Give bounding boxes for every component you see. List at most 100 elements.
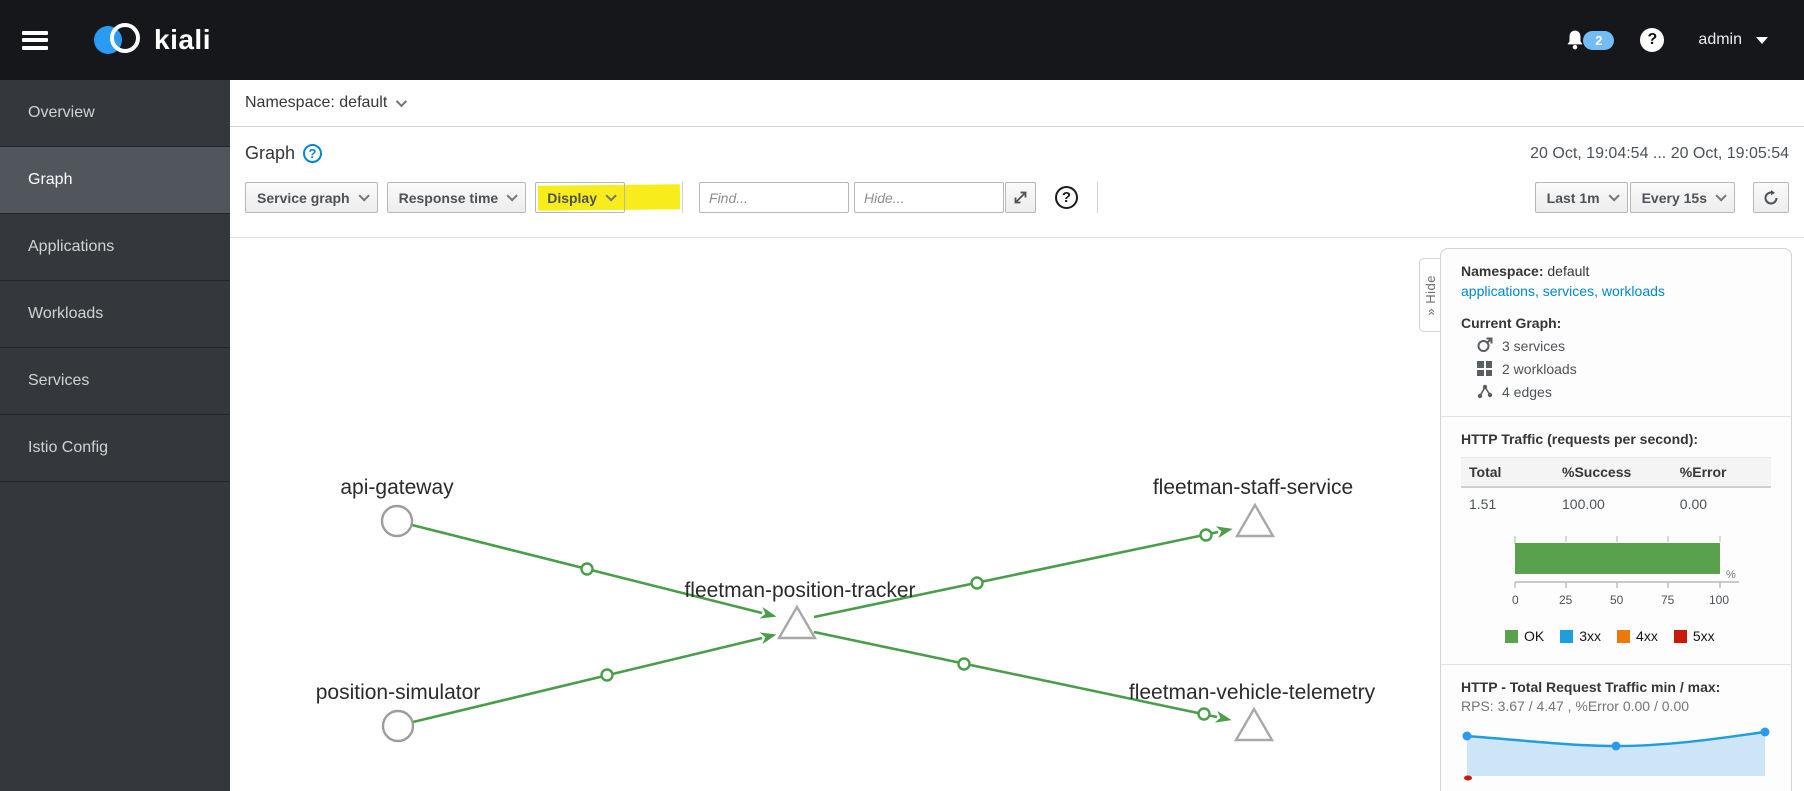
legend-5xx: 5xx bbox=[1673, 628, 1715, 644]
node-label-api-gateway[interactable]: api-gateway bbox=[340, 476, 454, 499]
node-fleetman-vehicle-telemetry[interactable] bbox=[1233, 706, 1275, 742]
edge-tracker-to-telemetry[interactable] bbox=[813, 630, 1232, 723]
tick-50: 50 bbox=[1610, 593, 1624, 607]
edge-simulator-to-tracker[interactable] bbox=[412, 632, 777, 724]
namespace-bar: Namespace: default bbox=[230, 80, 1804, 127]
services-link[interactable]: services bbox=[1542, 283, 1595, 299]
node-label-fleetman-position-tracker[interactable]: fleetman-position-tracker bbox=[684, 579, 916, 602]
sidebar-item-istio-config[interactable]: Istio Config bbox=[0, 415, 230, 482]
brand: kiali bbox=[94, 22, 211, 58]
expand-find-button[interactable] bbox=[1005, 182, 1037, 213]
col-total: Total bbox=[1461, 457, 1554, 488]
legend-4xx: 4xx bbox=[1617, 628, 1658, 644]
sidebar-item-services[interactable]: Services bbox=[0, 348, 230, 415]
node-fleetman-position-tracker[interactable] bbox=[776, 604, 818, 640]
tick-0: 0 bbox=[1512, 593, 1519, 607]
http-traffic-table: Total %Success %Error 1.51 100.00 0.00 bbox=[1461, 457, 1771, 516]
kiali-logo-icon bbox=[94, 22, 146, 58]
duration-dropdown[interactable]: Last 1m bbox=[1534, 182, 1628, 213]
time-range-label: 20 Oct, 19:04:54 ... 20 Oct, 19:05:54 bbox=[1530, 144, 1789, 162]
refresh-icon bbox=[1764, 189, 1778, 204]
username: admin bbox=[1698, 31, 1742, 48]
display-dropdown[interactable]: Display bbox=[535, 182, 626, 213]
graph-canvas[interactable]: api-gateway position-simulator fleetman-… bbox=[230, 238, 1804, 791]
notifications-button[interactable]: 2 bbox=[1565, 29, 1615, 51]
namespace-links: applications, services, workloads bbox=[1461, 283, 1665, 299]
success-value: 100.00 bbox=[1562, 496, 1605, 512]
edge-label-dropdown[interactable]: Response time bbox=[386, 182, 527, 213]
graph-type-dropdown[interactable]: Service graph bbox=[245, 182, 378, 213]
edges-icon bbox=[1477, 384, 1493, 399]
sidebar-item-applications[interactable]: Applications bbox=[0, 214, 230, 281]
3xx-swatch bbox=[1560, 629, 1574, 643]
node-label-fleetman-vehicle-telemetry[interactable]: fleetman-vehicle-telemetry bbox=[1128, 681, 1376, 704]
refresh-interval-dropdown[interactable]: Every 15s bbox=[1629, 182, 1735, 213]
find-help-icon[interactable]: ? bbox=[1055, 186, 1079, 209]
chevron-down-icon bbox=[1715, 189, 1727, 202]
bar-unit-label: % bbox=[1726, 569, 1736, 581]
notification-count-badge: 2 bbox=[1583, 30, 1615, 50]
user-menu[interactable]: admin bbox=[1698, 31, 1768, 49]
stat-services: 3 services bbox=[1461, 337, 1771, 354]
applications-link[interactable]: applications bbox=[1461, 283, 1535, 299]
chevron-down-icon bbox=[358, 189, 370, 202]
chevron-down-icon bbox=[1756, 36, 1768, 44]
http-traffic-title: HTTP Traffic (requests per second): bbox=[1461, 431, 1699, 447]
namespace-selector[interactable]: Namespace: default bbox=[245, 94, 388, 111]
workload-icon bbox=[1477, 361, 1492, 376]
current-graph-title: Current Graph: bbox=[1461, 315, 1562, 331]
brand-name: kiali bbox=[154, 24, 211, 55]
data-point bbox=[1611, 741, 1621, 751]
edge-marker-dot bbox=[957, 657, 971, 671]
help-button[interactable]: ? bbox=[1640, 28, 1665, 52]
panel-http-traffic-section: HTTP Traffic (requests per second): Tota… bbox=[1441, 416, 1791, 664]
namespace-value: default bbox=[1547, 263, 1590, 279]
toolbar-divider bbox=[682, 182, 684, 213]
graph-help-icon[interactable]: ? bbox=[303, 144, 323, 163]
ok-swatch bbox=[1505, 629, 1518, 643]
4xx-swatch bbox=[1617, 629, 1631, 643]
top-navbar: kiali 2 ? admin bbox=[0, 0, 1804, 80]
stat-workloads: 2 workloads bbox=[1461, 360, 1771, 377]
edge-marker-dot bbox=[580, 562, 594, 576]
5xx-swatch bbox=[1673, 629, 1687, 643]
rps-chart-title: HTTP - Total Request Traffic min / max: bbox=[1461, 679, 1721, 695]
navbar-right: 2 ? admin bbox=[1565, 28, 1768, 52]
stat-edges: 4 edges bbox=[1461, 383, 1771, 400]
edge-tracker-to-staffservice[interactable] bbox=[813, 526, 1233, 619]
namespace-label: Namespace: bbox=[1461, 263, 1544, 279]
sidebar-item-workloads[interactable]: Workloads bbox=[0, 281, 230, 348]
node-label-position-simulator[interactable]: position-simulator bbox=[315, 681, 481, 704]
node-fleetman-staff-service[interactable] bbox=[1234, 502, 1276, 538]
col-success: %Success bbox=[1554, 457, 1672, 488]
node-api-gateway[interactable] bbox=[380, 504, 414, 538]
data-point bbox=[1760, 727, 1770, 737]
hamburger-menu-icon[interactable] bbox=[22, 30, 48, 50]
sidebar-item-graph[interactable]: Graph bbox=[0, 147, 230, 214]
error-data-point bbox=[1464, 775, 1472, 781]
panel-hide-tab[interactable]: » Hide bbox=[1419, 258, 1441, 332]
node-position-simulator[interactable] bbox=[381, 709, 415, 743]
edge-marker-dot bbox=[1197, 707, 1211, 721]
sidebar-nav: Overview Graph Applications Workloads Se… bbox=[0, 80, 230, 791]
display-dropdown-wrap: Display bbox=[535, 182, 681, 213]
tick-75: 75 bbox=[1661, 593, 1675, 607]
tick-100: 100 bbox=[1709, 593, 1729, 607]
chevron-down-icon bbox=[506, 189, 518, 202]
refresh-button[interactable] bbox=[1753, 182, 1789, 213]
find-input[interactable] bbox=[699, 182, 850, 213]
rps-area-chart bbox=[1462, 727, 1770, 781]
chevron-down-icon bbox=[1608, 189, 1620, 202]
chevron-down-icon bbox=[396, 95, 408, 108]
graph-toolbar: Service graph Response time Display bbox=[230, 180, 1804, 238]
http-status-bar-chart: % 0 25 50 75 100 bbox=[1512, 536, 1739, 607]
hide-input[interactable] bbox=[854, 182, 1005, 213]
sidebar-item-overview[interactable]: Overview bbox=[0, 80, 230, 147]
expand-arrows-icon bbox=[1014, 191, 1027, 204]
edge-marker-dot bbox=[970, 576, 984, 590]
panel-namespace-section: Namespace: default applications, service… bbox=[1441, 249, 1791, 416]
edge-marker-dot bbox=[600, 668, 614, 682]
node-label-fleetman-staff-service[interactable]: fleetman-staff-service bbox=[1152, 476, 1354, 499]
data-point bbox=[1462, 731, 1472, 741]
workloads-link[interactable]: workloads bbox=[1601, 283, 1665, 299]
